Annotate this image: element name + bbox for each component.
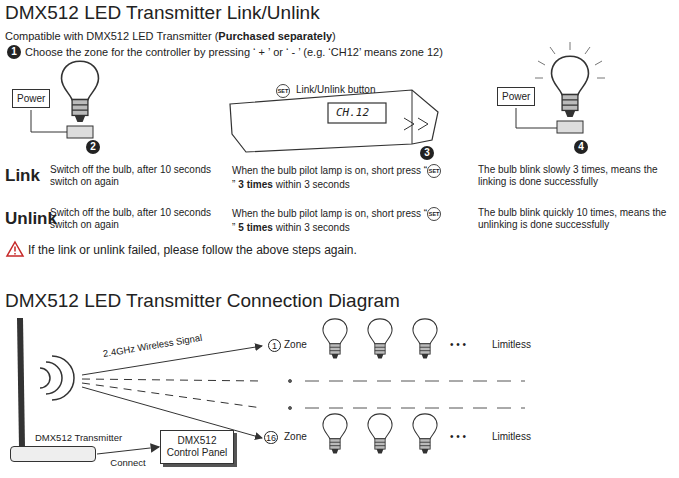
text: within 3 seconds <box>276 222 350 233</box>
row-heading: Unlink <box>5 209 57 229</box>
bulb <box>413 319 437 359</box>
text: Compatible with DMX512 LED Transmitter ( <box>5 30 218 42</box>
bulb <box>552 56 589 117</box>
text: Purchased separately <box>218 30 332 42</box>
connector <box>97 447 159 454</box>
signal-waves <box>40 356 74 400</box>
text: The bulb blink quickly 10 times, means t… <box>478 207 673 231</box>
set-button: SET <box>276 84 290 98</box>
heading: DMX512 LED Transmitter Connection Diagra… <box>5 290 400 313</box>
bulb <box>323 319 347 359</box>
bulb-holder <box>557 121 583 133</box>
dots: • • • <box>450 339 466 351</box>
zone-number: 16 <box>264 431 278 444</box>
row-heading: Link <box>5 166 40 186</box>
zone-label: Zone <box>284 431 307 443</box>
wire <box>31 110 67 132</box>
text: ” <box>232 179 235 190</box>
warning-icon <box>7 242 23 256</box>
text: ” <box>232 222 235 233</box>
text-line: When the bulb pilot lamp is on, short pr… <box>232 164 447 192</box>
text: Choose the zone for the controller by pr… <box>25 46 443 59</box>
warning-mark <box>14 247 16 255</box>
callout-number: 2 <box>86 140 100 154</box>
light-rays <box>535 42 605 78</box>
set-icon: SET <box>427 207 441 221</box>
signal-lines <box>82 346 262 438</box>
antenna <box>17 318 25 448</box>
node-text: DMX512 Control Panel <box>164 435 230 459</box>
text: 5 times <box>238 222 272 233</box>
transmitter-detail <box>404 90 428 144</box>
title: DMX512 LED Transmitter Link/Unlink <box>5 2 320 25</box>
node-text: DMX512 Transmitter <box>35 432 122 443</box>
transmitter-body <box>230 90 438 152</box>
text: The bulb blink slowly 3 times, means the… <box>478 164 673 188</box>
transmitter-body: DMX512 Transmitter <box>10 446 96 462</box>
zone-number: 1 <box>268 339 281 352</box>
text-line: Compatible with DMX512 LED Transmitter (… <box>5 29 425 44</box>
connector-label: Connect <box>109 457 146 468</box>
node-text: Power <box>17 93 45 104</box>
text: Switch off the bulb, after 10 seconds sw… <box>50 164 220 188</box>
bulb <box>62 61 99 122</box>
text: within 3 seconds <box>276 179 350 190</box>
wire <box>516 108 557 128</box>
control-panel: DMX512 Control Panel <box>160 430 234 464</box>
callout-number: 3 <box>420 146 434 160</box>
text: When the bulb pilot lamp is on, short pr… <box>232 208 427 219</box>
zone-note: Limitless <box>492 431 531 443</box>
signal-label: 2.4GHz Wireless Signal <box>102 332 203 360</box>
zone-label: Zone <box>284 339 307 351</box>
display <box>328 103 386 123</box>
bulb <box>368 414 392 454</box>
zone-gap-rows <box>289 380 526 410</box>
set-icon: SET <box>427 164 441 178</box>
note: If the link or unlink failed, please fol… <box>28 243 357 257</box>
text: When the bulb pilot lamp is on, short pr… <box>232 165 427 176</box>
display-text: CH.12 <box>336 106 369 119</box>
part-name: Link/Unlink button <box>296 84 376 96</box>
dots: • • • <box>450 431 466 443</box>
bulb <box>413 414 437 454</box>
text: 3 times <box>238 179 272 190</box>
callout-number: 4 <box>574 140 588 154</box>
power-box: Power <box>497 87 535 106</box>
bulb <box>323 414 347 454</box>
bulb <box>368 319 392 359</box>
node-text: Power <box>502 91 530 102</box>
power-box: Power <box>12 89 50 108</box>
text-line: When the bulb pilot lamp is on, short pr… <box>232 207 447 235</box>
text: ) <box>332 30 336 42</box>
zone-note: Limitless <box>492 339 531 351</box>
callout-number: 1 <box>7 45 21 59</box>
text: Switch off the bulb, after 10 seconds sw… <box>50 207 220 231</box>
bulb-holder <box>67 126 93 138</box>
